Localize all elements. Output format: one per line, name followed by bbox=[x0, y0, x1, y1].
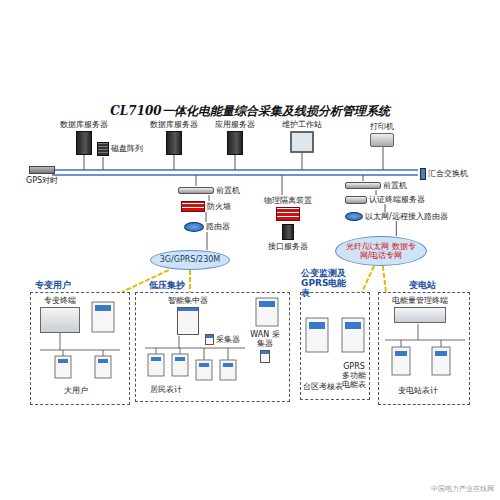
device-name: GPRS多功能电能表 bbox=[340, 362, 368, 390]
device-icon bbox=[394, 307, 446, 323]
device-name: GPS对时 bbox=[26, 176, 58, 185]
group-heading: 公变监测及GPRS电能表 bbox=[301, 269, 351, 299]
group-region: 变电站电能量管理终端变电站表计 bbox=[378, 292, 470, 405]
device-node: 汇合交换机 bbox=[420, 168, 468, 180]
group-heading: 专变用户 bbox=[35, 281, 71, 291]
device-node: GPS对时 bbox=[26, 166, 58, 185]
group-region: 公变监测及GPRS电能表台区考核表GPRS多功能电能表 bbox=[300, 292, 370, 400]
network-link bbox=[209, 195, 210, 201]
device-icon bbox=[184, 222, 204, 232]
device-name: 数据库服务器 bbox=[60, 120, 108, 129]
device-icon bbox=[178, 187, 214, 194]
watermark: 中国电力产业在线网 bbox=[431, 484, 494, 494]
device-name: 路由器 bbox=[206, 222, 230, 231]
device-label: 居民表计 bbox=[150, 385, 182, 394]
network-link bbox=[396, 221, 397, 236]
device-name: 智能集中器 bbox=[168, 296, 208, 305]
device-name: 维护工作站 bbox=[282, 120, 322, 129]
device-node: 前置机 bbox=[178, 186, 240, 195]
device-icon bbox=[181, 201, 205, 212]
device-name: 变电站表计 bbox=[398, 386, 438, 395]
device-node: 智能集中器 bbox=[168, 296, 208, 335]
device-node: 应用服务器 bbox=[215, 120, 255, 155]
network-label: 光纤/以太网 数据专网/电话专网 bbox=[342, 242, 420, 260]
device-icon bbox=[205, 334, 214, 345]
network-link bbox=[207, 232, 208, 250]
device-node: 数据库服务器 bbox=[150, 120, 198, 155]
device-label: GPRS多功能电能表 bbox=[340, 362, 368, 390]
device-name: 采集器 bbox=[216, 335, 240, 344]
device-name: 以太网/远程接入路由器 bbox=[365, 212, 448, 221]
wireless-link bbox=[362, 266, 374, 292]
device-icon bbox=[260, 350, 270, 363]
device-name: 应用服务器 bbox=[215, 120, 255, 129]
wireless-link bbox=[189, 270, 191, 292]
device-icon bbox=[282, 224, 294, 240]
device-node: 前置机 bbox=[345, 181, 407, 190]
device-node: 防火墙 bbox=[181, 201, 231, 212]
device-node: WAN 采集器 bbox=[250, 330, 280, 363]
device-name: 前置机 bbox=[216, 186, 240, 195]
device-name: 大用户 bbox=[64, 386, 88, 395]
device-icon bbox=[420, 168, 426, 180]
group-heading: 低压集抄 bbox=[149, 281, 185, 291]
device-node: 电能量管理终端 bbox=[392, 296, 448, 323]
device-label: 变电站表计 bbox=[398, 386, 438, 395]
device-icon bbox=[276, 207, 300, 221]
device-icon bbox=[370, 133, 394, 147]
device-label: 大用户 bbox=[64, 386, 88, 395]
network-cloud: 3G/GPRS/230M bbox=[150, 250, 230, 270]
device-node: 接口服务器 bbox=[268, 224, 308, 251]
device-name: 接口服务器 bbox=[268, 242, 308, 251]
device-node: 认证终端服务器 bbox=[345, 195, 425, 204]
network-cloud: 光纤/以太网 数据专网/电话专网 bbox=[335, 236, 427, 266]
device-node: 维护工作站 bbox=[282, 120, 322, 153]
group-heading: 变电站 bbox=[409, 281, 436, 291]
device-name: 打印机 bbox=[370, 122, 394, 131]
network-link bbox=[206, 212, 207, 222]
device-node: 磁盘阵列 bbox=[97, 142, 143, 156]
device-name: 认证终端服务器 bbox=[369, 195, 425, 204]
device-node: 路由器 bbox=[184, 222, 230, 232]
network-link bbox=[376, 190, 377, 195]
device-icon bbox=[290, 131, 314, 153]
device-name: 电能量管理终端 bbox=[392, 296, 448, 305]
device-node: 打印机 bbox=[370, 122, 394, 147]
device-node: 以太网/远程接入路由器 bbox=[345, 212, 448, 221]
device-name: 专变终端 bbox=[44, 296, 76, 305]
device-icon bbox=[345, 196, 367, 204]
diagram-title: CL7100一体化电能量综合采集及线损分析管理系统 bbox=[0, 103, 500, 120]
group-region: 专变用户专变终端大用户 bbox=[30, 292, 130, 405]
device-name: 防火墙 bbox=[207, 202, 231, 211]
device-node: 专变终端 bbox=[40, 296, 80, 333]
device-name: WAN 采集器 bbox=[250, 330, 280, 348]
device-name: 数据库服务器 bbox=[150, 120, 198, 129]
device-node: 物理隔离装置 bbox=[264, 196, 312, 221]
device-name: 物理隔离装置 bbox=[264, 196, 312, 205]
wireless-link bbox=[383, 266, 386, 292]
group-region: 低压集抄智能集中器采集器WAN 采集器居民表计 bbox=[135, 292, 290, 402]
device-icon bbox=[29, 166, 55, 174]
device-name: 汇合交换机 bbox=[428, 169, 468, 178]
device-icon bbox=[97, 142, 109, 156]
device-node: 采集器 bbox=[205, 334, 240, 345]
device-icon bbox=[227, 131, 243, 155]
device-icon bbox=[40, 307, 80, 333]
device-name: 前置机 bbox=[383, 181, 407, 190]
device-icon bbox=[76, 131, 92, 155]
network-label: 3G/GPRS/230M bbox=[160, 255, 221, 264]
device-name: 台区考核表 bbox=[303, 382, 343, 391]
device-icon bbox=[166, 131, 182, 155]
device-icon bbox=[345, 182, 381, 189]
device-name: 居民表计 bbox=[150, 385, 182, 394]
device-icon bbox=[177, 307, 199, 335]
network-link bbox=[385, 204, 386, 212]
device-icon bbox=[345, 212, 363, 221]
device-name: 磁盘阵列 bbox=[111, 144, 143, 153]
device-label: 台区考核表 bbox=[303, 382, 343, 391]
